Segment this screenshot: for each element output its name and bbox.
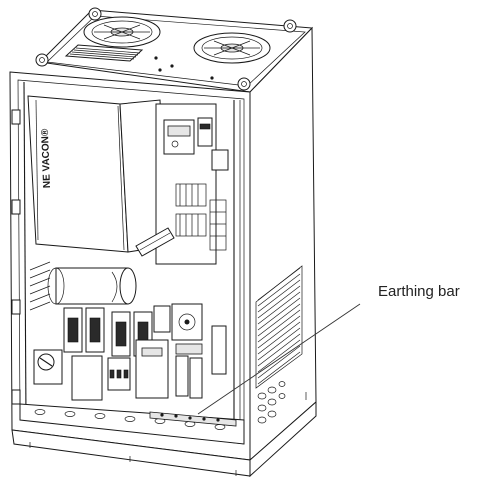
earthing-bar-label: Earthing bar: [378, 283, 460, 300]
base-plinth: [11, 400, 317, 478]
cooling-fan-1: [83, 16, 161, 48]
earthing-bar-leader-line: [197, 303, 361, 415]
control-section: [135, 103, 229, 265]
device-marking: NE VACON®: [40, 128, 53, 188]
cable-knockouts: [257, 381, 286, 424]
power-terminals: [171, 303, 227, 399]
lower-components: [33, 339, 169, 401]
top-vent-grille: [64, 44, 144, 62]
drive-module: NE VACON®: [27, 95, 167, 253]
cooling-fan-2: [193, 32, 271, 64]
earthing-bar: [149, 411, 237, 427]
right-side-panel: [249, 26, 317, 462]
dc-reactor: [29, 261, 137, 311]
